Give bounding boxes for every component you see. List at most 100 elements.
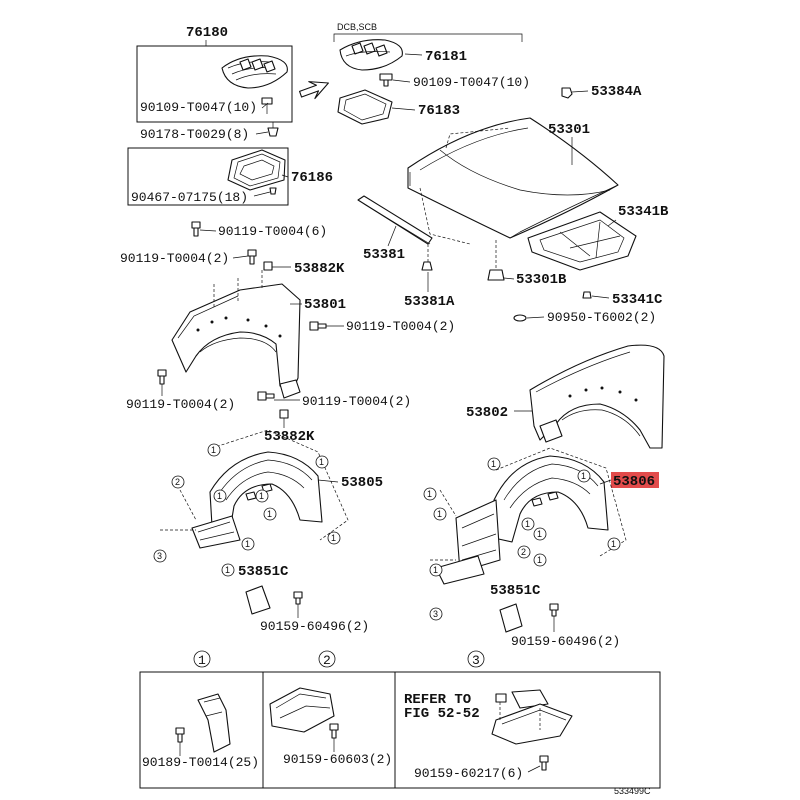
label-53882K-b: 53882K bbox=[264, 429, 315, 445]
label-53802: 53802 bbox=[466, 405, 508, 421]
svg-text:1: 1 bbox=[437, 509, 442, 519]
label-90467: 90467-07175(18) bbox=[131, 190, 248, 205]
label-90119-d: 90119-T0004(2) bbox=[126, 397, 235, 412]
seal-76186 bbox=[227, 149, 286, 195]
svg-text:3: 3 bbox=[472, 653, 480, 668]
label-dcb-scb: DCB,SCB bbox=[337, 22, 377, 32]
label-90159-a: 90159-60496(2) bbox=[260, 619, 369, 634]
detail-2-marker bbox=[318, 650, 336, 668]
svg-text:1: 1 bbox=[537, 529, 542, 539]
label-90109-a: 90109-T0047(10) bbox=[140, 100, 257, 115]
fender-53802 bbox=[529, 344, 665, 449]
label-53341C: 53341C bbox=[612, 292, 663, 308]
label-53381A: 53381A bbox=[404, 294, 455, 310]
label-76183: 76183 bbox=[418, 103, 460, 119]
seal-76183 bbox=[337, 89, 393, 125]
liner-53805 bbox=[191, 451, 323, 549]
label-53851C-b: 53851C bbox=[490, 583, 541, 599]
svg-text:1: 1 bbox=[319, 457, 324, 467]
bolt-90119-a bbox=[191, 221, 201, 237]
svg-text:1: 1 bbox=[433, 565, 438, 575]
label-53801: 53801 bbox=[304, 297, 346, 313]
bolt-90119-e bbox=[257, 391, 275, 401]
clip-90178 bbox=[267, 127, 279, 137]
clip-53381A bbox=[421, 261, 433, 271]
svg-text:1: 1 bbox=[225, 565, 230, 575]
screw-90159-b bbox=[549, 603, 559, 617]
bolt-90119-d bbox=[157, 369, 167, 385]
svg-text:1: 1 bbox=[491, 459, 496, 469]
box-76186 bbox=[127, 147, 289, 206]
svg-text:1: 1 bbox=[611, 539, 616, 549]
label-76186: 76186 bbox=[291, 170, 333, 186]
callouts-right-liner: 1 1 1 1 1 1 1 2 1 1 3 bbox=[423, 457, 621, 621]
clip-53882K-b bbox=[279, 409, 289, 419]
label-53851C-a: 53851C bbox=[238, 564, 289, 580]
svg-text:1: 1 bbox=[581, 471, 586, 481]
label-53341B: 53341B bbox=[618, 204, 669, 220]
svg-text:2: 2 bbox=[521, 547, 526, 557]
fender-53801 bbox=[171, 270, 301, 399]
label-90109-b: 90109-T0047(10) bbox=[413, 75, 530, 90]
label-90119-b: 90119-T0004(2) bbox=[120, 251, 229, 266]
svg-text:3: 3 bbox=[157, 551, 162, 561]
hood-53301 bbox=[407, 117, 619, 245]
hood-scoop-76180 bbox=[221, 55, 288, 114]
label-53384A: 53384A bbox=[591, 84, 642, 100]
label-90159-b: 90159-60496(2) bbox=[511, 634, 620, 649]
label-box2-part: 90159-60603(2) bbox=[283, 752, 392, 767]
svg-text:2: 2 bbox=[175, 477, 180, 487]
clip-53384A bbox=[561, 87, 573, 99]
box-76180 bbox=[136, 45, 293, 123]
svg-text:1: 1 bbox=[427, 489, 432, 499]
label-box3-part: 90159-60217(6) bbox=[414, 766, 523, 781]
label-53805: 53805 bbox=[341, 475, 383, 491]
cushion-53301B bbox=[487, 269, 505, 281]
detail-1-sketch bbox=[175, 693, 231, 753]
bolt-90119-c bbox=[309, 321, 327, 331]
label-76180: 76180 bbox=[186, 25, 228, 41]
clip-53882K-a bbox=[263, 261, 273, 271]
svg-text:1: 1 bbox=[217, 491, 222, 501]
clip-53341C bbox=[582, 291, 592, 299]
svg-text:1: 1 bbox=[267, 509, 272, 519]
svg-text:1: 1 bbox=[245, 539, 250, 549]
hood-scoop-76181 bbox=[339, 39, 403, 71]
label-53882K-a: 53882K bbox=[294, 261, 345, 277]
dcb-group: DCB,SCB 76181 90109-T0047(10) 76183 bbox=[333, 22, 530, 125]
callouts-left-liner: 1 1 2 1 1 1 1 1 3 1 bbox=[153, 443, 341, 577]
label-90119-c: 90119-T0004(2) bbox=[346, 319, 455, 334]
highlight-53806 bbox=[611, 472, 659, 488]
splash-shield-53851C-a bbox=[245, 585, 271, 615]
svg-text:1: 1 bbox=[211, 445, 216, 455]
splash-shield-53851C-b bbox=[499, 603, 523, 633]
label-53301B: 53301B bbox=[516, 272, 567, 288]
detail-1-marker bbox=[193, 650, 211, 668]
label-refer-fig: FIG 52-52 bbox=[404, 706, 480, 722]
label-76181: 76181 bbox=[425, 49, 467, 65]
svg-text:2: 2 bbox=[323, 653, 331, 668]
diagram-code: 533499C bbox=[614, 786, 651, 796]
label-refer-to: REFER TO bbox=[404, 692, 471, 708]
svg-text:1: 1 bbox=[525, 519, 530, 529]
bolt-90119-b bbox=[247, 249, 257, 265]
detail-3-marker bbox=[467, 650, 485, 668]
detail-2-sketch bbox=[269, 687, 339, 739]
label-53301: 53301 bbox=[548, 122, 590, 138]
svg-text:1: 1 bbox=[537, 555, 542, 565]
seal-53381 bbox=[357, 195, 433, 245]
svg-text:1: 1 bbox=[259, 491, 264, 501]
label-box1-part: 90189-T0014(25) bbox=[142, 755, 259, 770]
scoop-group: 76180 90109-T0047(10) 90178-T0029(8) 904… bbox=[127, 25, 333, 206]
label-90950: 90950-T6002(2) bbox=[547, 310, 656, 325]
label-90119-a: 90119-T0004(6) bbox=[218, 224, 327, 239]
bolt-90109-b bbox=[379, 73, 393, 87]
insulator-53341B bbox=[527, 211, 637, 271]
direction-arrow bbox=[298, 81, 329, 100]
label-53806: 53806 bbox=[613, 474, 655, 490]
screw-90159-a bbox=[293, 591, 303, 605]
detail-boxes: 1 2 3 90189-T0014(25) 90159-60603(2) REF… bbox=[139, 650, 661, 789]
svg-text:3: 3 bbox=[433, 609, 438, 619]
plug-90950 bbox=[513, 314, 527, 322]
label-90119-e: 90119-T0004(2) bbox=[302, 394, 411, 409]
